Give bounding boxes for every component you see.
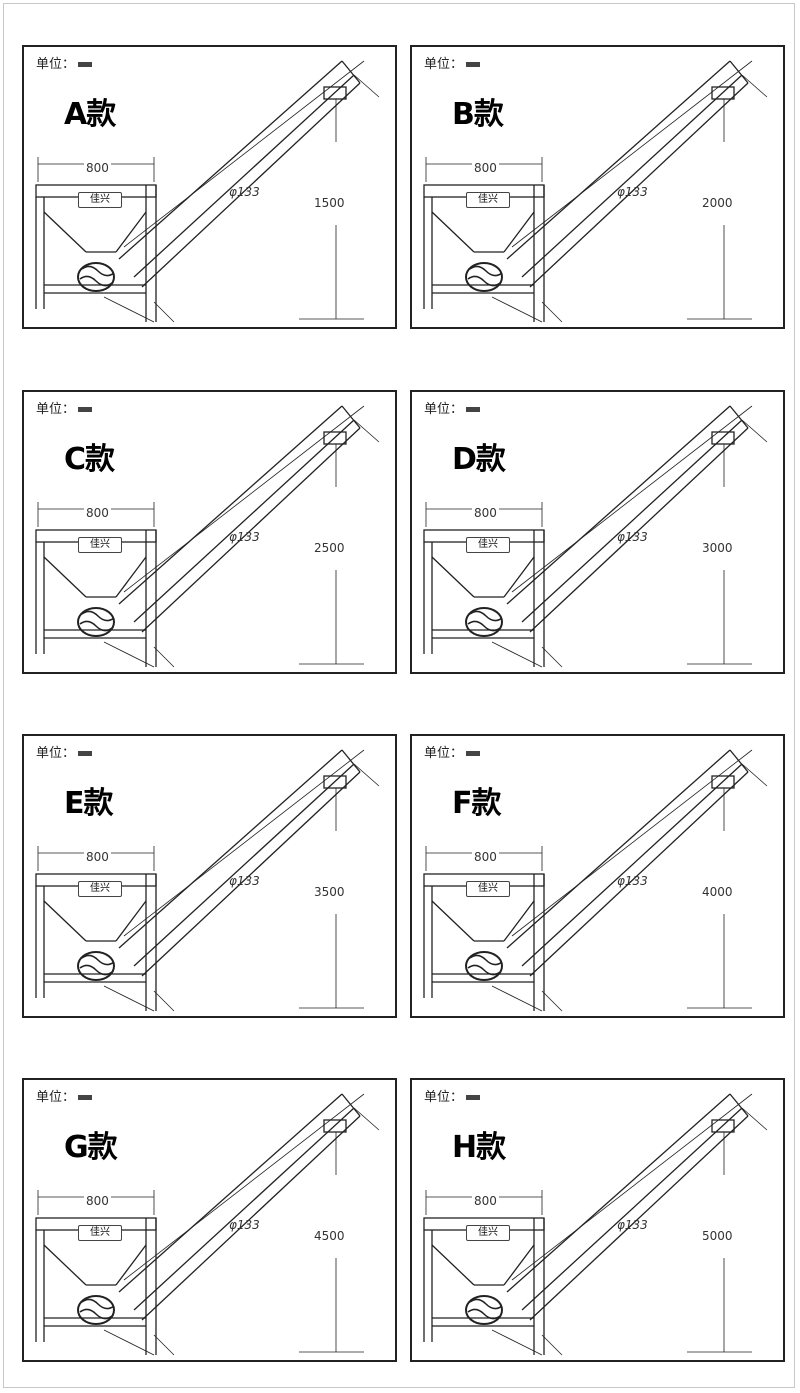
diameter-label: φ133 (229, 530, 260, 544)
diameter-label: φ133 (617, 874, 648, 888)
diameter-label: φ133 (617, 1218, 648, 1232)
diagram-panel: 单位： C款 800 佳兴 φ133 2500 (22, 390, 397, 674)
model-title: B款 (452, 97, 504, 132)
diagram-panel: 单位： D款 800 佳兴 φ133 3000 (410, 390, 785, 674)
diagram-panel: 单位： A款 800 佳兴 φ133 1500 (22, 45, 397, 329)
width-dimension: 800 (84, 850, 111, 864)
width-dimension: 800 (472, 850, 499, 864)
diameter-label: φ133 (617, 530, 648, 544)
unit-label: 单位： (36, 398, 93, 417)
height-dimension: 2000 (702, 195, 733, 211)
brand-logo: 佳兴 (466, 192, 510, 208)
diameter-label: φ133 (229, 1218, 260, 1232)
diagram-panel: 单位： F款 800 佳兴 φ133 4000 (410, 734, 785, 1018)
model-title: A款 (64, 97, 116, 132)
brand-logo: 佳兴 (466, 537, 510, 553)
diameter-label: φ133 (229, 874, 260, 888)
height-dimension: 1500 (314, 195, 345, 211)
unit-label: 单位： (424, 1086, 481, 1105)
model-title: G款 (64, 1130, 118, 1165)
unit-label: 单位： (36, 742, 93, 761)
width-dimension: 800 (472, 161, 499, 175)
unit-label: 单位： (424, 398, 481, 417)
brand-logo: 佳兴 (78, 537, 122, 553)
diagram-panel: 单位： E款 800 佳兴 φ133 3500 (22, 734, 397, 1018)
model-title: H款 (452, 1130, 506, 1165)
unit-label: 单位： (424, 742, 481, 761)
unit-mark (78, 62, 93, 67)
width-dimension: 800 (472, 1194, 499, 1208)
unit-mark (466, 62, 481, 67)
width-dimension: 800 (84, 161, 111, 175)
brand-logo: 佳兴 (466, 1225, 510, 1241)
unit-label: 单位： (424, 53, 481, 72)
unit-mark (466, 407, 481, 412)
width-dimension: 800 (84, 506, 111, 520)
diagram-panel: 单位： G款 800 佳兴 φ133 4500 (22, 1078, 397, 1362)
width-dimension: 800 (472, 506, 499, 520)
diameter-label: φ133 (229, 185, 260, 199)
height-dimension: 4000 (702, 884, 733, 900)
diagram-panel: 单位： B款 800 佳兴 φ133 2000 (410, 45, 785, 329)
model-title: D款 (452, 442, 506, 477)
diagram-panel: 单位： H款 800 佳兴 φ133 5000 (410, 1078, 785, 1362)
height-dimension: 3500 (314, 884, 345, 900)
model-title: F款 (452, 786, 501, 821)
brand-logo: 佳兴 (78, 881, 122, 897)
height-dimension: 2500 (314, 540, 345, 556)
diameter-label: φ133 (617, 185, 648, 199)
brand-logo: 佳兴 (466, 881, 510, 897)
height-dimension: 5000 (702, 1228, 733, 1244)
unit-mark (78, 751, 93, 756)
unit-label: 单位： (36, 53, 93, 72)
model-title: C款 (64, 442, 115, 477)
diagram-sheet (3, 3, 795, 1388)
unit-mark (78, 1095, 93, 1100)
height-dimension: 3000 (702, 540, 733, 556)
unit-mark (78, 407, 93, 412)
model-title: E款 (64, 786, 113, 821)
width-dimension: 800 (84, 1194, 111, 1208)
height-dimension: 4500 (314, 1228, 345, 1244)
brand-logo: 佳兴 (78, 192, 122, 208)
brand-logo: 佳兴 (78, 1225, 122, 1241)
unit-label: 单位： (36, 1086, 93, 1105)
unit-mark (466, 1095, 481, 1100)
unit-mark (466, 751, 481, 756)
